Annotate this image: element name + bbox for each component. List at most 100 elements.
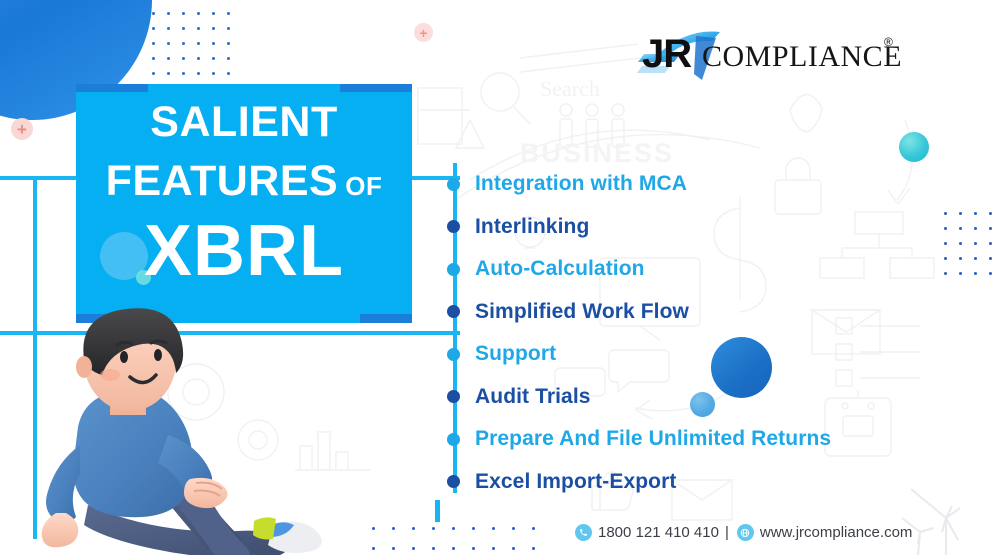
cyan-tick-decoration <box>435 500 440 522</box>
page-title-line-2: FEATURES <box>105 157 339 206</box>
feature-bullet-icon <box>447 475 460 489</box>
grid-dot <box>182 72 185 75</box>
feature-label: Audit Trials <box>475 384 591 408</box>
feature-item[interactable]: Simplified Work Flow <box>432 291 962 334</box>
grid-dot <box>167 27 170 30</box>
grid-dot <box>182 57 185 60</box>
frame-line-bottom <box>0 331 460 335</box>
grid-dot <box>532 527 535 530</box>
website-url[interactable]: www.jrcompliance.com <box>759 524 913 541</box>
grid-dot <box>182 12 185 15</box>
grid-dot <box>152 27 155 30</box>
feature-item[interactable]: Audit Trials <box>432 376 962 419</box>
grid-dot <box>372 527 375 530</box>
grid-dot <box>944 227 947 230</box>
grid-dot <box>167 42 170 45</box>
logo-word-text: COMPLIANCE <box>702 40 903 73</box>
grid-dot <box>212 27 215 30</box>
grid-dot <box>152 42 155 45</box>
grid-dot <box>372 547 375 550</box>
grid-dot <box>959 257 962 260</box>
grid-dot <box>959 212 962 215</box>
grid-dot <box>227 42 230 45</box>
feature-item[interactable]: Excel Import-Export <box>432 461 962 504</box>
grid-dot <box>197 72 200 75</box>
feature-item[interactable]: Support <box>432 333 962 376</box>
page-title-line-3: XBRL <box>144 210 344 291</box>
grid-dot <box>532 547 535 550</box>
grid-dot <box>212 42 215 45</box>
grid-dot <box>197 27 200 30</box>
grid-dot <box>472 527 475 530</box>
feature-item[interactable]: Interlinking <box>432 206 962 249</box>
grid-dot <box>974 257 977 260</box>
plus-badge-2-icon: + <box>414 23 433 42</box>
feature-item[interactable]: Prepare And File Unlimited Returns <box>432 418 962 461</box>
grid-dot <box>974 242 977 245</box>
feature-bullet-icon <box>447 390 460 404</box>
grid-dot <box>227 12 230 15</box>
grid-dot <box>989 227 992 230</box>
grid-dot <box>392 527 395 530</box>
grid-dot <box>227 72 230 75</box>
feature-label: Excel Import-Export <box>475 469 677 493</box>
feature-label: Integration with MCA <box>475 172 687 196</box>
footer-separator: | <box>724 524 729 541</box>
grid-dot <box>989 242 992 245</box>
grid-dot <box>167 12 170 15</box>
page-title-line-2-suffix: OF <box>345 171 383 202</box>
feature-bullet-icon <box>447 305 460 319</box>
grid-dot <box>212 57 215 60</box>
feature-label: Auto-Calculation <box>475 257 645 281</box>
plus-badge-icon: + <box>11 118 33 140</box>
grid-dot <box>472 547 475 550</box>
feature-bullet-icon <box>447 432 460 446</box>
title-accent-top-left <box>76 84 148 92</box>
grid-dot <box>152 57 155 60</box>
title-accent-bottom-right <box>360 314 412 323</box>
grid-dot <box>432 547 435 550</box>
grid-dot <box>944 242 947 245</box>
feature-bullet-icon <box>447 347 460 361</box>
contact-footer: 1800 121 410 410 | www.jrcompliance.com <box>575 524 912 541</box>
grid-dot <box>432 527 435 530</box>
grid-dot <box>492 547 495 550</box>
grid-dot <box>167 57 170 60</box>
feature-rail-line <box>453 163 457 493</box>
grid-dot <box>452 527 455 530</box>
grid-dot <box>974 272 977 275</box>
grid-dot <box>944 212 947 215</box>
feature-bullet-icon <box>447 262 460 276</box>
grid-dot <box>959 227 962 230</box>
grid-dot <box>512 547 515 550</box>
grid-dot <box>227 57 230 60</box>
feature-bullet-icon <box>447 177 460 191</box>
grid-dot <box>989 257 992 260</box>
grid-dot <box>452 547 455 550</box>
grid-dot <box>412 527 415 530</box>
grid-dot <box>412 547 415 550</box>
grid-dot <box>492 527 495 530</box>
grid-dot <box>944 257 947 260</box>
grid-dot <box>944 272 947 275</box>
feature-label: Simplified Work Flow <box>475 299 689 323</box>
grid-dot <box>167 72 170 75</box>
phone-number: 1800 121 410 410 <box>598 524 719 541</box>
feature-label: Interlinking <box>475 214 590 238</box>
registered-mark-icon: ® <box>884 35 893 49</box>
globe-icon <box>736 524 754 541</box>
grid-dot <box>227 27 230 30</box>
feature-item[interactable]: Auto-Calculation <box>432 248 962 291</box>
brand-logo[interactable]: JR COMPLIANCE ® <box>636 28 904 82</box>
page-title-line-1: SALIENT <box>150 98 338 146</box>
grid-dot <box>197 57 200 60</box>
phone-icon <box>575 524 592 541</box>
large-blue-circle-decoration <box>711 337 772 398</box>
grid-dot <box>989 272 992 275</box>
grid-dot <box>197 42 200 45</box>
feature-item[interactable]: Integration with MCA <box>432 163 962 206</box>
title-accent-top-right <box>340 84 412 92</box>
feature-bullet-icon <box>447 220 460 234</box>
grid-dot <box>974 227 977 230</box>
